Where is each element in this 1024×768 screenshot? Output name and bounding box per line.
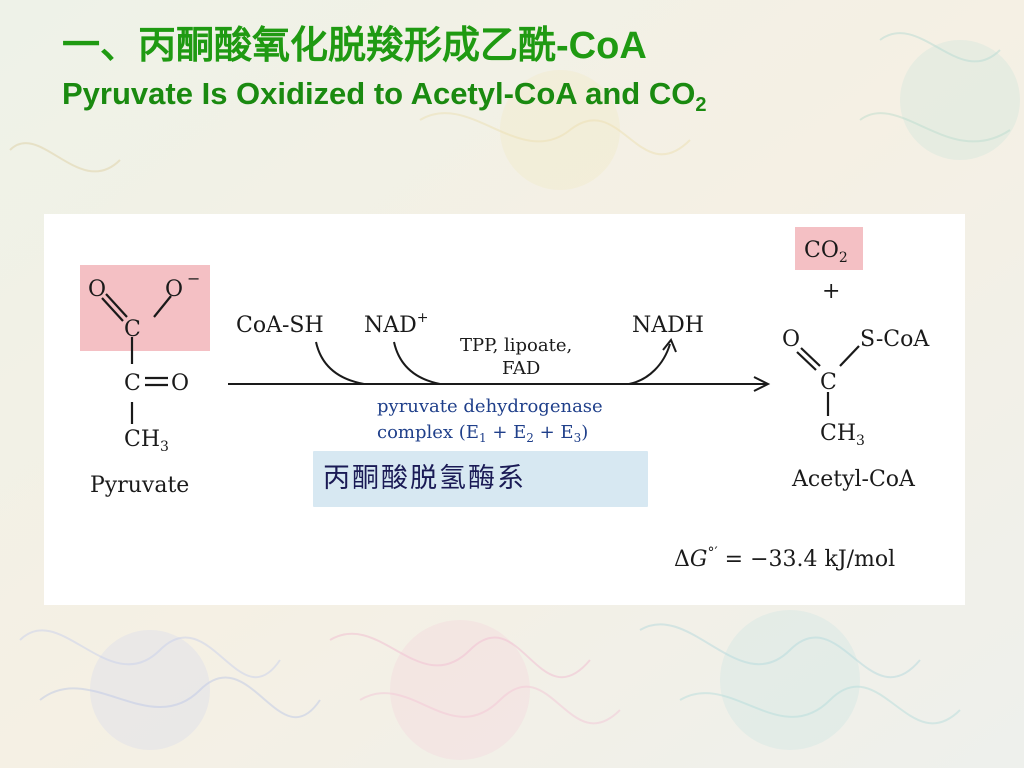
plus-sign: + [822, 279, 840, 304]
pyruvate-eq-o: O [171, 371, 189, 396]
carboxyl-highlight [80, 265, 210, 351]
cofactors-line1: TPP, lipoate, [460, 335, 572, 356]
page-subtitle: Pyruvate Is Oxidized to Acetyl-CoA and C… [62, 76, 706, 117]
pyruvate-charge: − [187, 269, 200, 288]
acetyl-scoa: S-CoA [860, 327, 930, 352]
reaction-diagram: O O − C C O CH3 Pyruvate CoA-SH NAD+ TPP… [80, 227, 930, 572]
enzyme-line2: complex (E1 + E2 + E3) [377, 422, 588, 445]
title-coa-text: -CoA [556, 25, 647, 67]
reaction-arrow [228, 376, 771, 392]
acetyl-bonds [796, 345, 860, 416]
nad-label: NAD+ [364, 310, 429, 338]
acetyl-c: C [820, 370, 837, 395]
nadh-label: NADH [632, 313, 704, 338]
pyruvate-o-right: O [165, 277, 183, 302]
title-cn-text: 一、丙酮酸氧化脱羧形成乙酰 [62, 23, 557, 67]
coash-label: CoA-SH [236, 313, 324, 338]
cofactors-line2: FAD [502, 358, 540, 379]
delta-g: ΔG°′ = −33.4 kJ/mol [674, 545, 895, 572]
acetyl-ch3: CH3 [820, 421, 865, 449]
co2-highlight [795, 227, 863, 270]
input-curves [315, 338, 677, 385]
pyruvate-bonds [101, 293, 172, 424]
subtitle-subscript: 2 [695, 94, 707, 117]
enzyme-cn-label: 丙酮酸脱氢酶系 [313, 451, 648, 507]
acetyl-label: Acetyl-CoA [791, 467, 916, 492]
reaction-diagram-panel: O O − C C O CH3 Pyruvate CoA-SH NAD+ TPP… [44, 214, 965, 605]
page-title: 一、丙酮酸氧化脱羧形成乙酰-CoA [62, 14, 647, 69]
pyruvate-c-mid: C [124, 371, 141, 396]
subtitle-text: Pyruvate Is Oxidized to Acetyl-CoA and C… [62, 76, 696, 111]
pyruvate-label: Pyruvate [90, 473, 189, 498]
acetyl-o: O [782, 327, 800, 352]
co2-label: CO2 [804, 238, 848, 266]
pyruvate-c-top: C [124, 317, 141, 342]
pyruvate-ch3: CH3 [124, 427, 169, 455]
enzyme-line1: pyruvate dehydrogenase [377, 396, 603, 417]
pyruvate-o-left: O [88, 277, 106, 302]
